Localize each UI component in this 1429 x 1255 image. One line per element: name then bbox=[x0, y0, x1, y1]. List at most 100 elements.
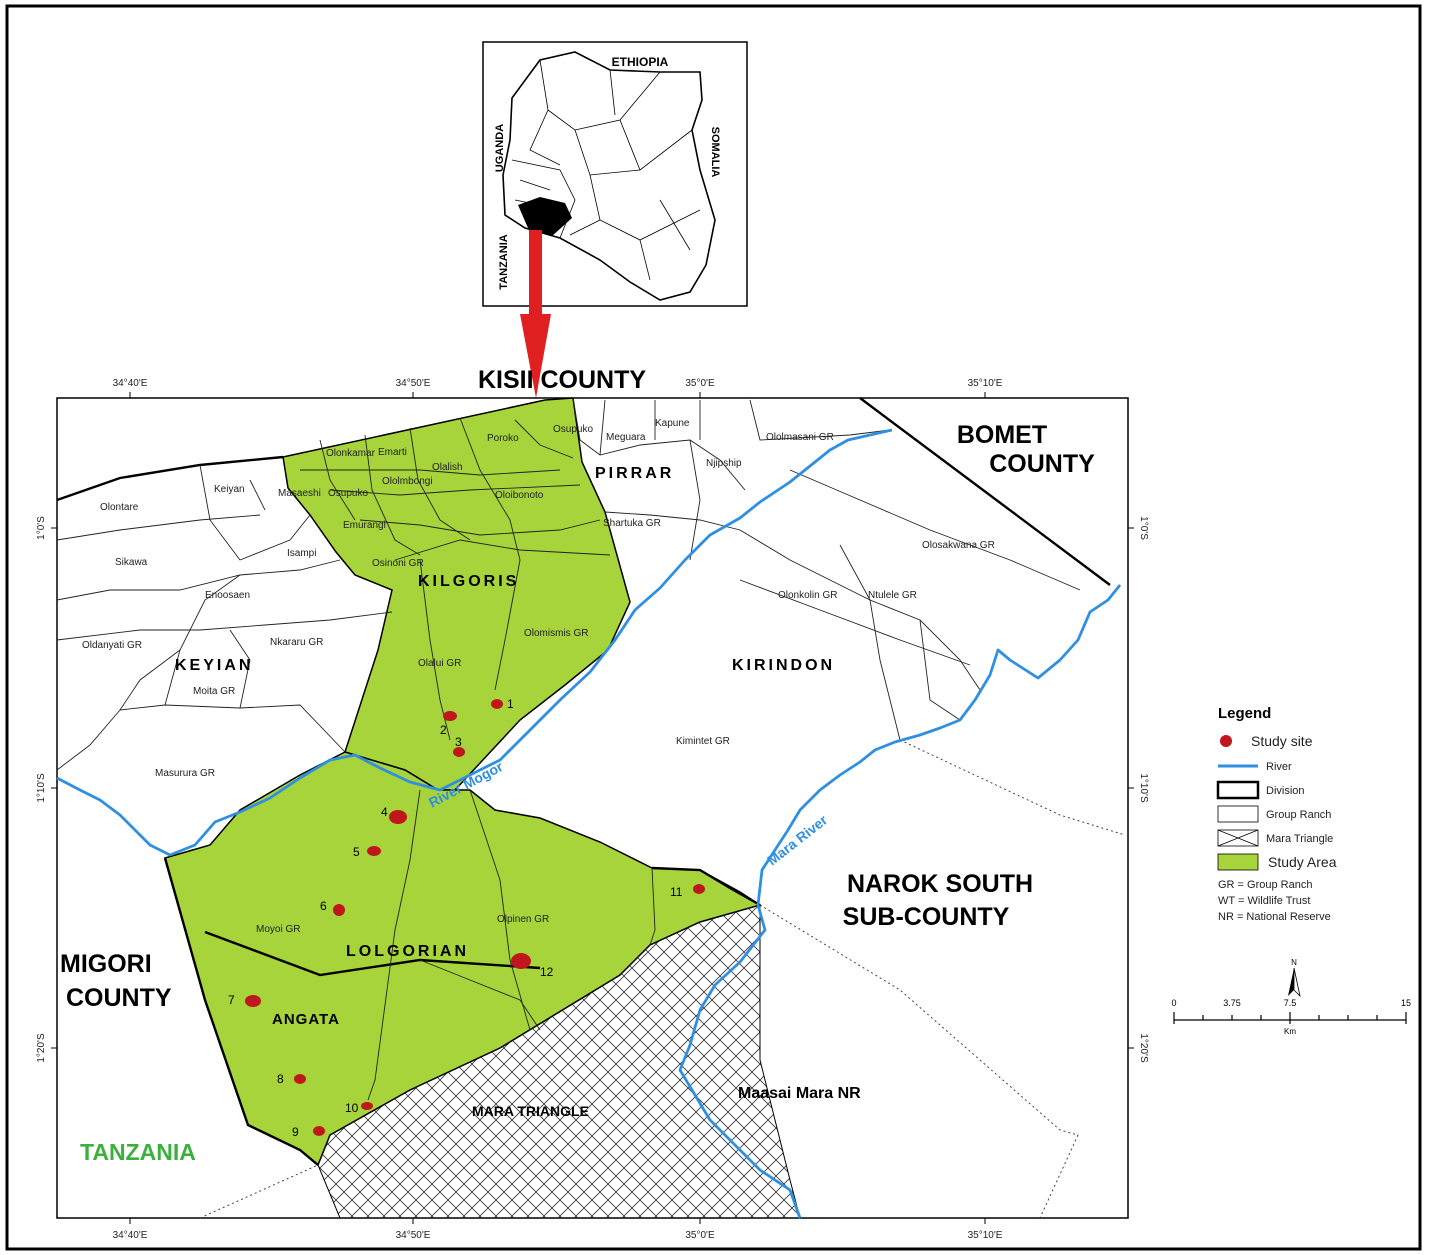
division-labels: PIRRAR KILGORIS KEYIAN KIRINDON LOLGORIA… bbox=[175, 465, 861, 1119]
tick-left-2: 1°10'S bbox=[36, 773, 47, 803]
legend-study-site-icon bbox=[1220, 735, 1232, 747]
study-site-marker bbox=[511, 953, 531, 969]
scale-unit: Km bbox=[1284, 1027, 1296, 1036]
study-site-marker bbox=[491, 699, 503, 709]
label-tanzania: TANZANIA bbox=[80, 1139, 196, 1165]
place-osupuko: Osupuko bbox=[553, 424, 593, 435]
label-lolgorian: LOLGORIAN bbox=[346, 943, 469, 960]
scale-bar: N 0 3.75 7.5 15 Km bbox=[1171, 958, 1411, 1036]
tick-bottom-2: 34°50'E bbox=[396, 1230, 431, 1241]
label-angata: ANGATA bbox=[272, 1011, 340, 1028]
legend-abbr-wt: WT = Wildlife Trust bbox=[1218, 895, 1310, 907]
place-meguara: Meguara bbox=[606, 432, 646, 443]
scale-tick-3: 15 bbox=[1401, 998, 1411, 1008]
place-kapune: Kapune bbox=[655, 418, 690, 429]
scale-tick-1: 3.75 bbox=[1223, 998, 1241, 1008]
tick-top-2: 34°50'E bbox=[396, 378, 431, 389]
tick-right-1: 1°0'S bbox=[1138, 516, 1149, 540]
place-olalui: Olalui GR bbox=[418, 658, 461, 669]
study-site-marker bbox=[313, 1126, 325, 1136]
inset-label-tanzania: TANZANIA bbox=[498, 234, 510, 289]
tick-top-1: 34°40'E bbox=[113, 378, 148, 389]
tick-top-3: 35°0'E bbox=[685, 378, 715, 389]
scale-tick-2: 7.5 bbox=[1284, 998, 1297, 1008]
tick-bottom-4: 35°10'E bbox=[968, 1230, 1003, 1241]
study-sites: 1 2 3 4 5 6 7 8 9 10 11 12 bbox=[228, 697, 705, 1139]
graticule-labels: 34°40'E 34°50'E 35°0'E 35°10'E 34°40'E 3… bbox=[36, 378, 1149, 1241]
label-kilgoris: KILGORIS bbox=[418, 573, 519, 590]
map-legend: Legend Study site River Division Group R… bbox=[1216, 705, 1337, 923]
study-site-marker bbox=[453, 747, 465, 757]
study-site-marker bbox=[443, 711, 457, 721]
study-site-number: 7 bbox=[228, 993, 235, 1007]
label-pirrar: PIRRAR bbox=[595, 465, 674, 482]
place-ololmbongi: Ololmbongi bbox=[382, 476, 433, 487]
tick-left-3: 1°20'S bbox=[36, 1033, 47, 1063]
study-site-marker bbox=[367, 846, 381, 856]
county-labels: KISII COUNTY BOMET COUNTY NAROK SOUTH SU… bbox=[60, 366, 1095, 1165]
study-site-marker bbox=[361, 1102, 373, 1110]
place-ololmasani: Ololmasani GR bbox=[766, 432, 834, 443]
label-migori-line2: COUNTY bbox=[66, 984, 172, 1012]
place-osupuko-2: Osupuko bbox=[328, 488, 368, 499]
tick-top-4: 35°10'E bbox=[968, 378, 1003, 389]
label-kisii-county: KISII COUNTY bbox=[478, 366, 646, 394]
legend-study-area-label: Study Area bbox=[1268, 854, 1337, 870]
place-enoosaen: Enoosaen bbox=[205, 590, 250, 601]
place-keiyan: Keiyan bbox=[214, 484, 245, 495]
north-arrow-icon bbox=[1288, 967, 1301, 998]
place-isampi: Isampi bbox=[287, 548, 316, 559]
label-kirindon: KIRINDON bbox=[732, 657, 835, 674]
place-olpinen: Olpinen GR bbox=[497, 914, 549, 925]
legend-division-icon bbox=[1216, 780, 1260, 800]
legend-division-label: Division bbox=[1266, 785, 1305, 797]
place-kimintet: Kimintet GR bbox=[676, 736, 730, 747]
inset-label-uganda: UGANDA bbox=[494, 124, 506, 172]
study-site-marker bbox=[245, 995, 261, 1007]
label-keyian: KEYIAN bbox=[175, 657, 253, 674]
place-oldanyati: Oldanyati GR bbox=[82, 640, 142, 651]
place-masaeshi: Masaeshi bbox=[278, 488, 321, 499]
legend-group-ranch-icon bbox=[1217, 805, 1259, 823]
place-emurangi: Emurangi bbox=[343, 520, 386, 531]
place-labels: Olonkamar Emarti Olalish Ololmbongi Poro… bbox=[82, 418, 995, 935]
kenya-outline bbox=[502, 51, 716, 301]
place-moita: Moita GR bbox=[193, 686, 235, 697]
legend-river-label: River bbox=[1266, 761, 1292, 773]
study-site-number: 4 bbox=[381, 805, 388, 819]
label-bomet-line1: BOMET bbox=[957, 421, 1047, 449]
place-moyoi: Moyoi GR bbox=[256, 924, 300, 935]
study-site-marker bbox=[333, 904, 345, 916]
study-site-number: 1 bbox=[507, 697, 514, 711]
study-site-number: 2 bbox=[440, 723, 447, 737]
study-site-number: 5 bbox=[353, 845, 360, 859]
legend-abbr-gr: GR = Group Ranch bbox=[1218, 879, 1312, 891]
tick-bottom-1: 34°40'E bbox=[113, 1230, 148, 1241]
study-site-number: 12 bbox=[540, 965, 554, 979]
legend-mara-triangle-label: Mara Triangle bbox=[1266, 833, 1333, 845]
study-site-number: 10 bbox=[345, 1101, 359, 1115]
tick-right-3: 1°20'S bbox=[1138, 1033, 1149, 1063]
label-bomet-line2: COUNTY bbox=[989, 450, 1095, 478]
place-olosakwana: Olosakwana GR bbox=[922, 540, 995, 551]
study-site-number: 11 bbox=[670, 885, 683, 899]
tick-bottom-3: 35°0'E bbox=[685, 1230, 715, 1241]
label-migori-line1: MIGORI bbox=[60, 950, 152, 978]
place-olonkolin: Olonkolin GR bbox=[778, 590, 837, 601]
label-maasai-mara: Maasai Mara NR bbox=[738, 1085, 861, 1102]
place-osinoni: Osinoni GR bbox=[372, 558, 424, 569]
north-label: N bbox=[1291, 958, 1297, 967]
study-site-number: 6 bbox=[320, 899, 327, 913]
scale-tick-0: 0 bbox=[1171, 998, 1176, 1008]
place-njipship: Njipship bbox=[706, 458, 742, 469]
place-poroko: Poroko bbox=[487, 433, 519, 444]
inset-map: ETHIOPIA UGANDA SOMALIA TANZANIA bbox=[482, 41, 748, 307]
inset-label-somalia: SOMALIA bbox=[709, 127, 721, 178]
place-shartuka: Shartuka GR bbox=[603, 518, 661, 529]
place-olalish: Olalish bbox=[432, 462, 463, 473]
study-site-number: 3 bbox=[455, 735, 462, 749]
place-nkararu: Nkararu GR bbox=[270, 637, 323, 648]
study-site-number: 9 bbox=[292, 1125, 299, 1139]
place-oloibonoto: Oloibonoto bbox=[495, 490, 544, 501]
